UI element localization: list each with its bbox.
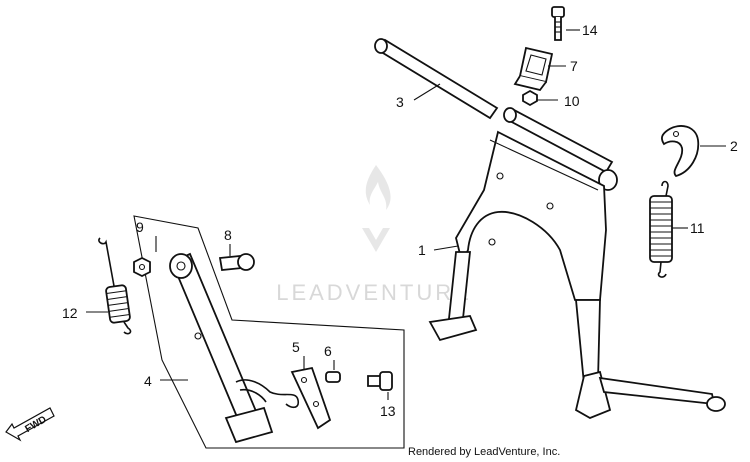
leader-lines [86, 29, 726, 400]
watermark-text: LEADVENTURE [276, 280, 472, 305]
callout-3: 3 [396, 94, 404, 110]
part-8-pivot-bolt[interactable] [218, 253, 255, 271]
callout-4: 4 [144, 373, 152, 389]
part-1-main-stand[interactable] [428, 107, 726, 419]
part-3-pivot-shaft[interactable] [374, 38, 499, 120]
part-9-nut[interactable] [133, 256, 151, 278]
callout-1: 1 [418, 242, 426, 258]
part-6-collar[interactable] [325, 371, 341, 383]
callout-14: 14 [582, 22, 598, 38]
part-10-nut[interactable] [522, 89, 538, 107]
callout-9: 9 [136, 219, 144, 235]
callout-12: 12 [62, 305, 78, 321]
callout-5: 5 [292, 339, 300, 355]
part-4-group-outline [133, 215, 405, 449]
part-5-switch-bracket[interactable] [235, 366, 332, 430]
callout-13: 13 [380, 403, 396, 419]
callout-11: 11 [690, 220, 705, 236]
part-7-stopper-rubber[interactable] [513, 46, 554, 92]
callout-7: 7 [570, 58, 578, 74]
callout-8: 8 [224, 227, 232, 243]
credit-text: Rendered by LeadVenture, Inc. [408, 446, 560, 458]
part-14-bolt[interactable] [551, 6, 565, 41]
fwd-label: FWD [23, 414, 48, 435]
callout-2: 2 [730, 138, 738, 154]
part-13-bolt[interactable] [367, 371, 393, 391]
callout-6: 6 [324, 343, 332, 359]
callout-10: 10 [564, 93, 580, 109]
part-4-side-stand[interactable] [169, 252, 274, 444]
part-11-main-spring[interactable] [649, 180, 673, 278]
fwd-direction-arrow: FWD [5, 407, 55, 442]
leadventure-logo-watermark [362, 165, 391, 252]
part-2-spring-hook-plate[interactable] [661, 125, 700, 178]
part-12-side-stand-spring[interactable] [98, 237, 132, 335]
